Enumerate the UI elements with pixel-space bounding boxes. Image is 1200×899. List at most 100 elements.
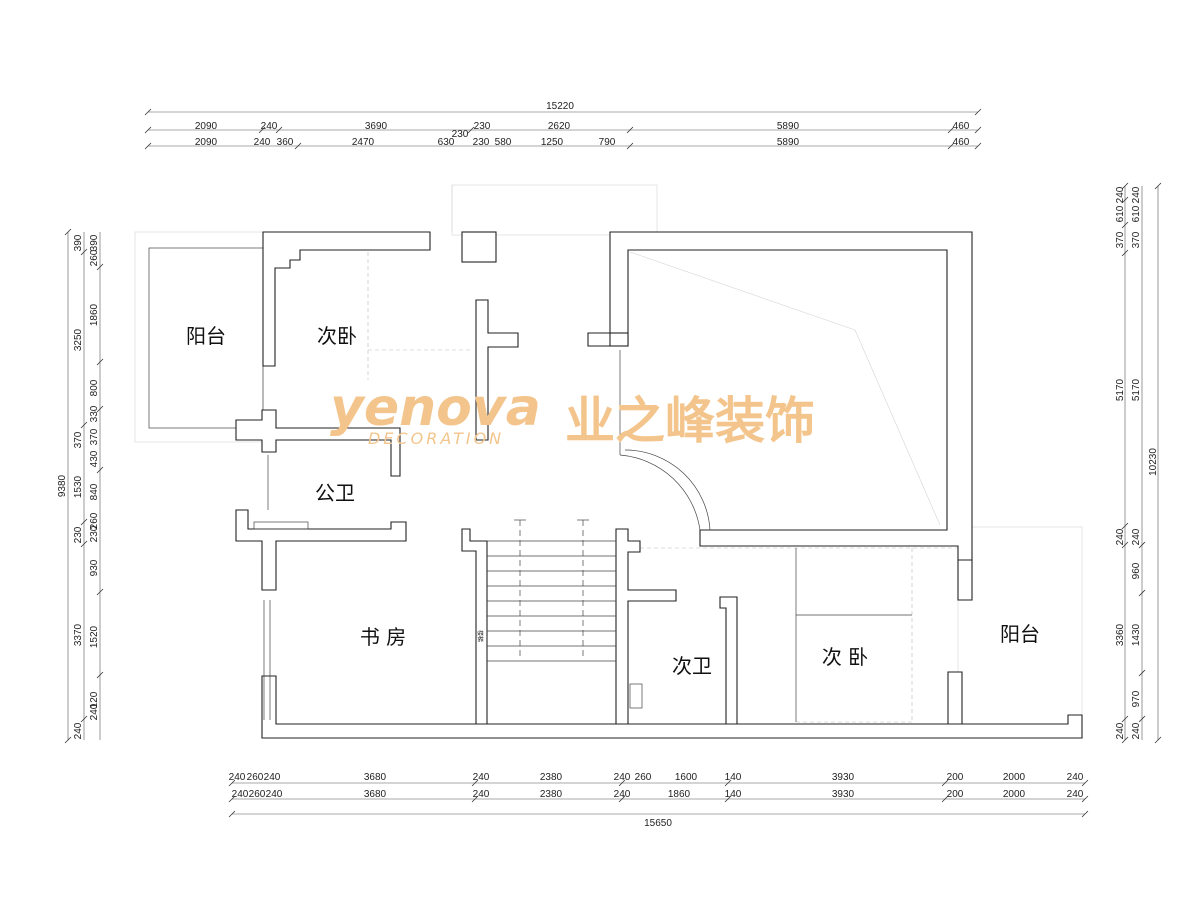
dim-label: 3360: [1115, 623, 1126, 646]
dim-left-row1: 390 3250 370 1530 230 3370 240: [73, 234, 88, 739]
dim-label: 790: [599, 137, 616, 148]
dim-label: 240: [232, 789, 249, 800]
room-balcony-left: 阳台: [186, 324, 226, 348]
dim-left-total: 9380: [57, 474, 68, 497]
wall-public-bath-bottom: [235, 509, 407, 591]
dim-label: 260: [247, 772, 264, 783]
dim-top-total: 15220: [546, 101, 574, 112]
curved-wall: [624, 449, 711, 531]
dim-bottom-row2: 240 260 240 3680 240 2380 240 1860 140 3…: [228, 789, 1089, 803]
dim-label: 2380: [540, 772, 563, 783]
dim-label: 240: [1115, 528, 1126, 545]
dim-label: 140: [725, 789, 742, 800]
dim-label: 370: [73, 431, 84, 448]
dim-label: 120: [89, 691, 100, 708]
dim-label: 460: [953, 121, 970, 132]
dim-label: 3680: [364, 772, 387, 783]
dim-label: 230: [73, 526, 84, 543]
dim-label: 930: [89, 559, 100, 576]
dim-label: 2090: [195, 137, 218, 148]
dim-label: 240: [261, 121, 278, 132]
dim-label: 1600: [675, 772, 698, 783]
watermark-brand-sub: DECORATION: [368, 429, 504, 448]
dim-label: 240: [266, 789, 283, 800]
dim-label: 1530: [73, 475, 84, 498]
dim-label: 260: [635, 772, 652, 783]
watermark-brand-en: yenova: [330, 378, 541, 438]
dim-bottom-row1: 240 260 240 3680 240 2380 240 260 1600 1…: [229, 772, 1089, 787]
wall-bottom: [261, 675, 1083, 739]
walls: [148, 231, 1083, 739]
dim-label: 230: [473, 137, 490, 148]
dim-label: 430: [89, 450, 100, 467]
dim-label: 580: [495, 137, 512, 148]
dim-label: 3930: [832, 772, 855, 783]
wall-column: [461, 231, 497, 263]
dim-label: 610: [1131, 205, 1142, 222]
dim-label: 240: [73, 722, 84, 739]
dim-label: 240: [614, 789, 631, 800]
dim-label: 3690: [365, 121, 388, 132]
dim-label: 260: [89, 512, 100, 529]
dim-label: 240: [473, 789, 490, 800]
dim-label: 390: [73, 234, 84, 251]
stair-label: 楼梯: [476, 630, 484, 642]
dim-label: 5170: [1131, 378, 1142, 401]
dim-right-row1: 240 610 370 5170 240 3360 240: [1115, 182, 1129, 744]
dim-label: 2000: [1003, 772, 1026, 783]
left-dimensions: 9380 390 3250 370 1530 230 3370 240 390 …: [57, 228, 104, 744]
room-study: 书 房: [360, 625, 406, 649]
wall-stair-right: [615, 528, 677, 725]
dim-label: 840: [89, 483, 100, 500]
dim-label: 390: [89, 234, 100, 251]
dim-right-total: 10230: [1148, 448, 1159, 476]
dim-label: 370: [89, 428, 100, 445]
dim-label: 1520: [89, 625, 100, 648]
dim-label: 240: [1115, 186, 1126, 203]
dim-label: 970: [1131, 690, 1142, 707]
dim-top-row2: 2090 240 360 2470 630 230 580 1250 790 5…: [144, 137, 982, 150]
dim-label: 1430: [1131, 623, 1142, 646]
top-dimensions: 15220 2090 240 3690 230 230 2620 5890 46…: [144, 101, 982, 150]
dim-label: 3680: [364, 789, 387, 800]
dim-label: 240: [1067, 789, 1084, 800]
wall-notch: [609, 332, 629, 347]
curved-wall-inner: [619, 454, 701, 531]
bottom-dimensions: 15650 240 260 240 3680 240 2380 240 260 …: [228, 772, 1089, 829]
dim-label: 230: [89, 525, 100, 542]
dim-label: 1860: [668, 789, 691, 800]
dim-label: 3370: [73, 623, 84, 646]
dim-label: 240: [1067, 772, 1084, 783]
dim-label: 2620: [548, 121, 571, 132]
room-second-bath: 次卫: [672, 654, 712, 678]
wall-second-bath: [719, 596, 738, 725]
room-bedroom-bottom: 次 卧: [822, 645, 868, 669]
dim-label: 240: [89, 703, 100, 720]
wall-right-balcony: [957, 559, 973, 601]
wall-top-left: [262, 231, 431, 367]
dim-label: 1860: [89, 303, 100, 326]
dim-label: 2000: [1003, 789, 1026, 800]
room-bedroom-top: 次卧: [317, 324, 357, 348]
dim-label: 370: [1131, 231, 1142, 248]
dim-label: 240: [264, 772, 281, 783]
dim-label: 140: [725, 772, 742, 783]
dim-label: 240: [1131, 186, 1142, 203]
faint-outlines: [134, 184, 1083, 738]
dim-label: 240: [229, 772, 246, 783]
dim-left-row2: 390 260 1860 800 370 330 430 840 230 260…: [89, 234, 104, 720]
room-public-bath: 公卫: [315, 481, 355, 505]
dim-label: 260: [89, 249, 100, 266]
dim-label: 240: [1115, 722, 1126, 739]
dim-label: 2090: [195, 121, 218, 132]
dim-label: 200: [947, 772, 964, 783]
dim-label: 200: [947, 789, 964, 800]
dim-bottom-total: 15650: [644, 818, 672, 829]
wall-right-balcony-bottom: [947, 671, 963, 725]
dim-label: 800: [89, 379, 100, 396]
right-dimensions: 10230 240 610 370 5170 240 3360 240 370 …: [1115, 182, 1162, 744]
dim-label: 240: [473, 772, 490, 783]
dim-top-row1: 2090 240 3690 230 230 2620 5890 460: [144, 121, 982, 140]
dim-label: 960: [1131, 562, 1142, 579]
